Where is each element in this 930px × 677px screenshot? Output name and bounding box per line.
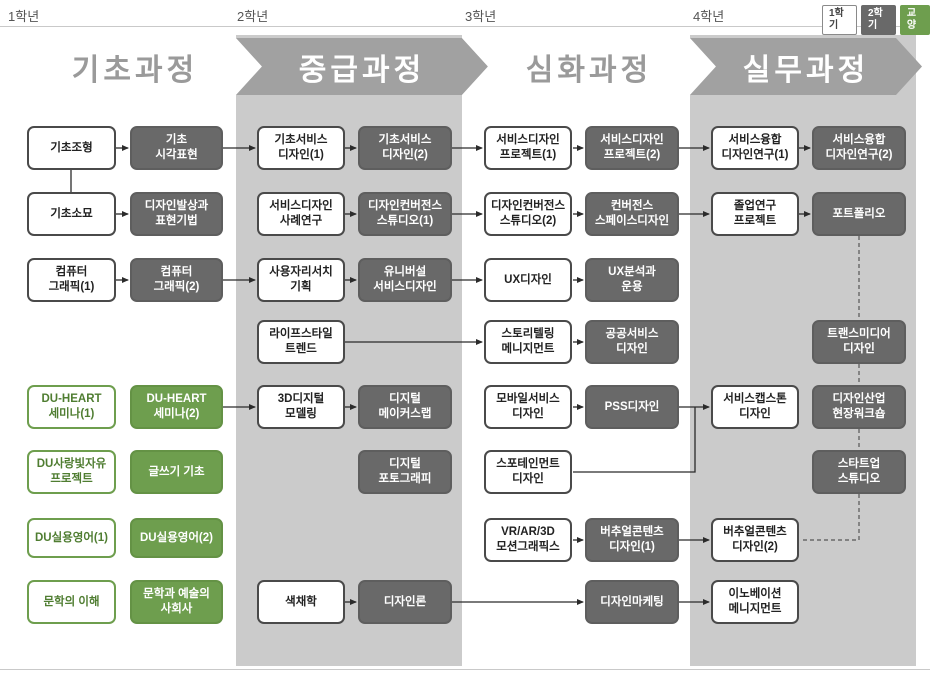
course-box: 서비스캡스톤 디자인	[711, 385, 799, 429]
legend-chip-liberal[interactable]: 교양	[899, 5, 930, 35]
course-box: DU실용영어(1)	[27, 518, 116, 558]
course-box: 졸업연구 프로젝트	[711, 192, 799, 236]
course-box: 사용자리서치 기획	[257, 258, 345, 302]
course-box: 서비스융합 디자인연구(1)	[711, 126, 799, 170]
course-box: 디자인산업 현장워크숍	[812, 385, 906, 429]
course-box: PSS디자인	[585, 385, 679, 429]
course-box: UX분석과 운용	[585, 258, 679, 302]
phase-banner-basic: 기초과정	[8, 38, 262, 95]
course-box: 컨버전스 스페이스디자인	[585, 192, 679, 236]
course-box: UX디자인	[484, 258, 572, 302]
course-box: 기초서비스 디자인(1)	[257, 126, 345, 170]
course-box: 서비스융합 디자인연구(2)	[812, 126, 906, 170]
course-box: VR/AR/3D 모션그래픽스	[484, 518, 572, 562]
course-box: DU사랑빛자유 프로젝트	[27, 450, 116, 494]
course-box: 기초 시각표현	[130, 126, 223, 170]
course-box: 버추얼콘텐츠 디자인(2)	[711, 518, 799, 562]
course-box: 스포테인먼트 디자인	[484, 450, 572, 494]
course-box: 포트폴리오	[812, 192, 906, 236]
legend-chip-semester1[interactable]: 1학기	[822, 5, 857, 35]
legend: 1학기 2학기 교양	[822, 5, 930, 35]
divider-line	[0, 669, 930, 670]
phase-banner-intermediate: 중급과정	[236, 38, 488, 95]
course-box: 문학의 이해	[27, 580, 116, 624]
course-box: 컴퓨터 그래픽(1)	[27, 258, 116, 302]
course-box: 디자인컨버전스 스튜디오(2)	[484, 192, 572, 236]
course-box: 이노베이션 메니지먼트	[711, 580, 799, 624]
phase-banner-practical: 실무과정	[690, 38, 922, 95]
course-box: 기초서비스 디자인(2)	[358, 126, 452, 170]
year-label-2: 2학년	[237, 9, 269, 24]
course-box: 스타트업 스튜디오	[812, 450, 906, 494]
year-label-1: 1학년	[8, 9, 40, 24]
course-box: 디자인발상과 표현기법	[130, 192, 223, 236]
year-label-3: 3학년	[465, 9, 497, 24]
course-box: 스토리텔링 메니지먼트	[484, 320, 572, 364]
course-box: 색채학	[257, 580, 345, 624]
course-box: 디지털 메이커스랩	[358, 385, 452, 429]
course-box: DU-HEART 세미나(1)	[27, 385, 116, 429]
course-box: 서비스디자인 사례연구	[257, 192, 345, 236]
course-box: 기초조형	[27, 126, 116, 170]
course-box: 기초소묘	[27, 192, 116, 236]
course-box: 디자인컨버전스 스튜디오(1)	[358, 192, 452, 236]
divider-line	[0, 26, 930, 27]
course-box: 디자인마케팅	[585, 580, 679, 624]
course-box: 문학과 예술의 사회사	[130, 580, 223, 624]
year-label-4: 4학년	[693, 9, 725, 24]
course-box: 서비스디자인 프로젝트(2)	[585, 126, 679, 170]
course-box: 디자인론	[358, 580, 452, 624]
course-box: 컴퓨터 그래픽(2)	[130, 258, 223, 302]
course-box: DU-HEART 세미나(2)	[130, 385, 223, 429]
course-box: 글쓰기 기초	[130, 450, 223, 494]
course-box: 서비스디자인 프로젝트(1)	[484, 126, 572, 170]
course-box: 공공서비스 디자인	[585, 320, 679, 364]
course-box: DU실용영어(2)	[130, 518, 223, 558]
course-box: 유니버설 서비스디자인	[358, 258, 452, 302]
legend-chip-semester2[interactable]: 2학기	[860, 5, 896, 35]
course-box: 디지털 포토그래피	[358, 450, 452, 494]
phase-banner-advanced: 심화과정	[462, 38, 716, 95]
course-box: 라이프스타일 트렌드	[257, 320, 345, 364]
course-box: 트랜스미디어 디자인	[812, 320, 906, 364]
course-box: 버추얼콘텐츠 디자인(1)	[585, 518, 679, 562]
course-box: 모바일서비스 디자인	[484, 385, 572, 429]
course-box: 3D디지털 모델링	[257, 385, 345, 429]
